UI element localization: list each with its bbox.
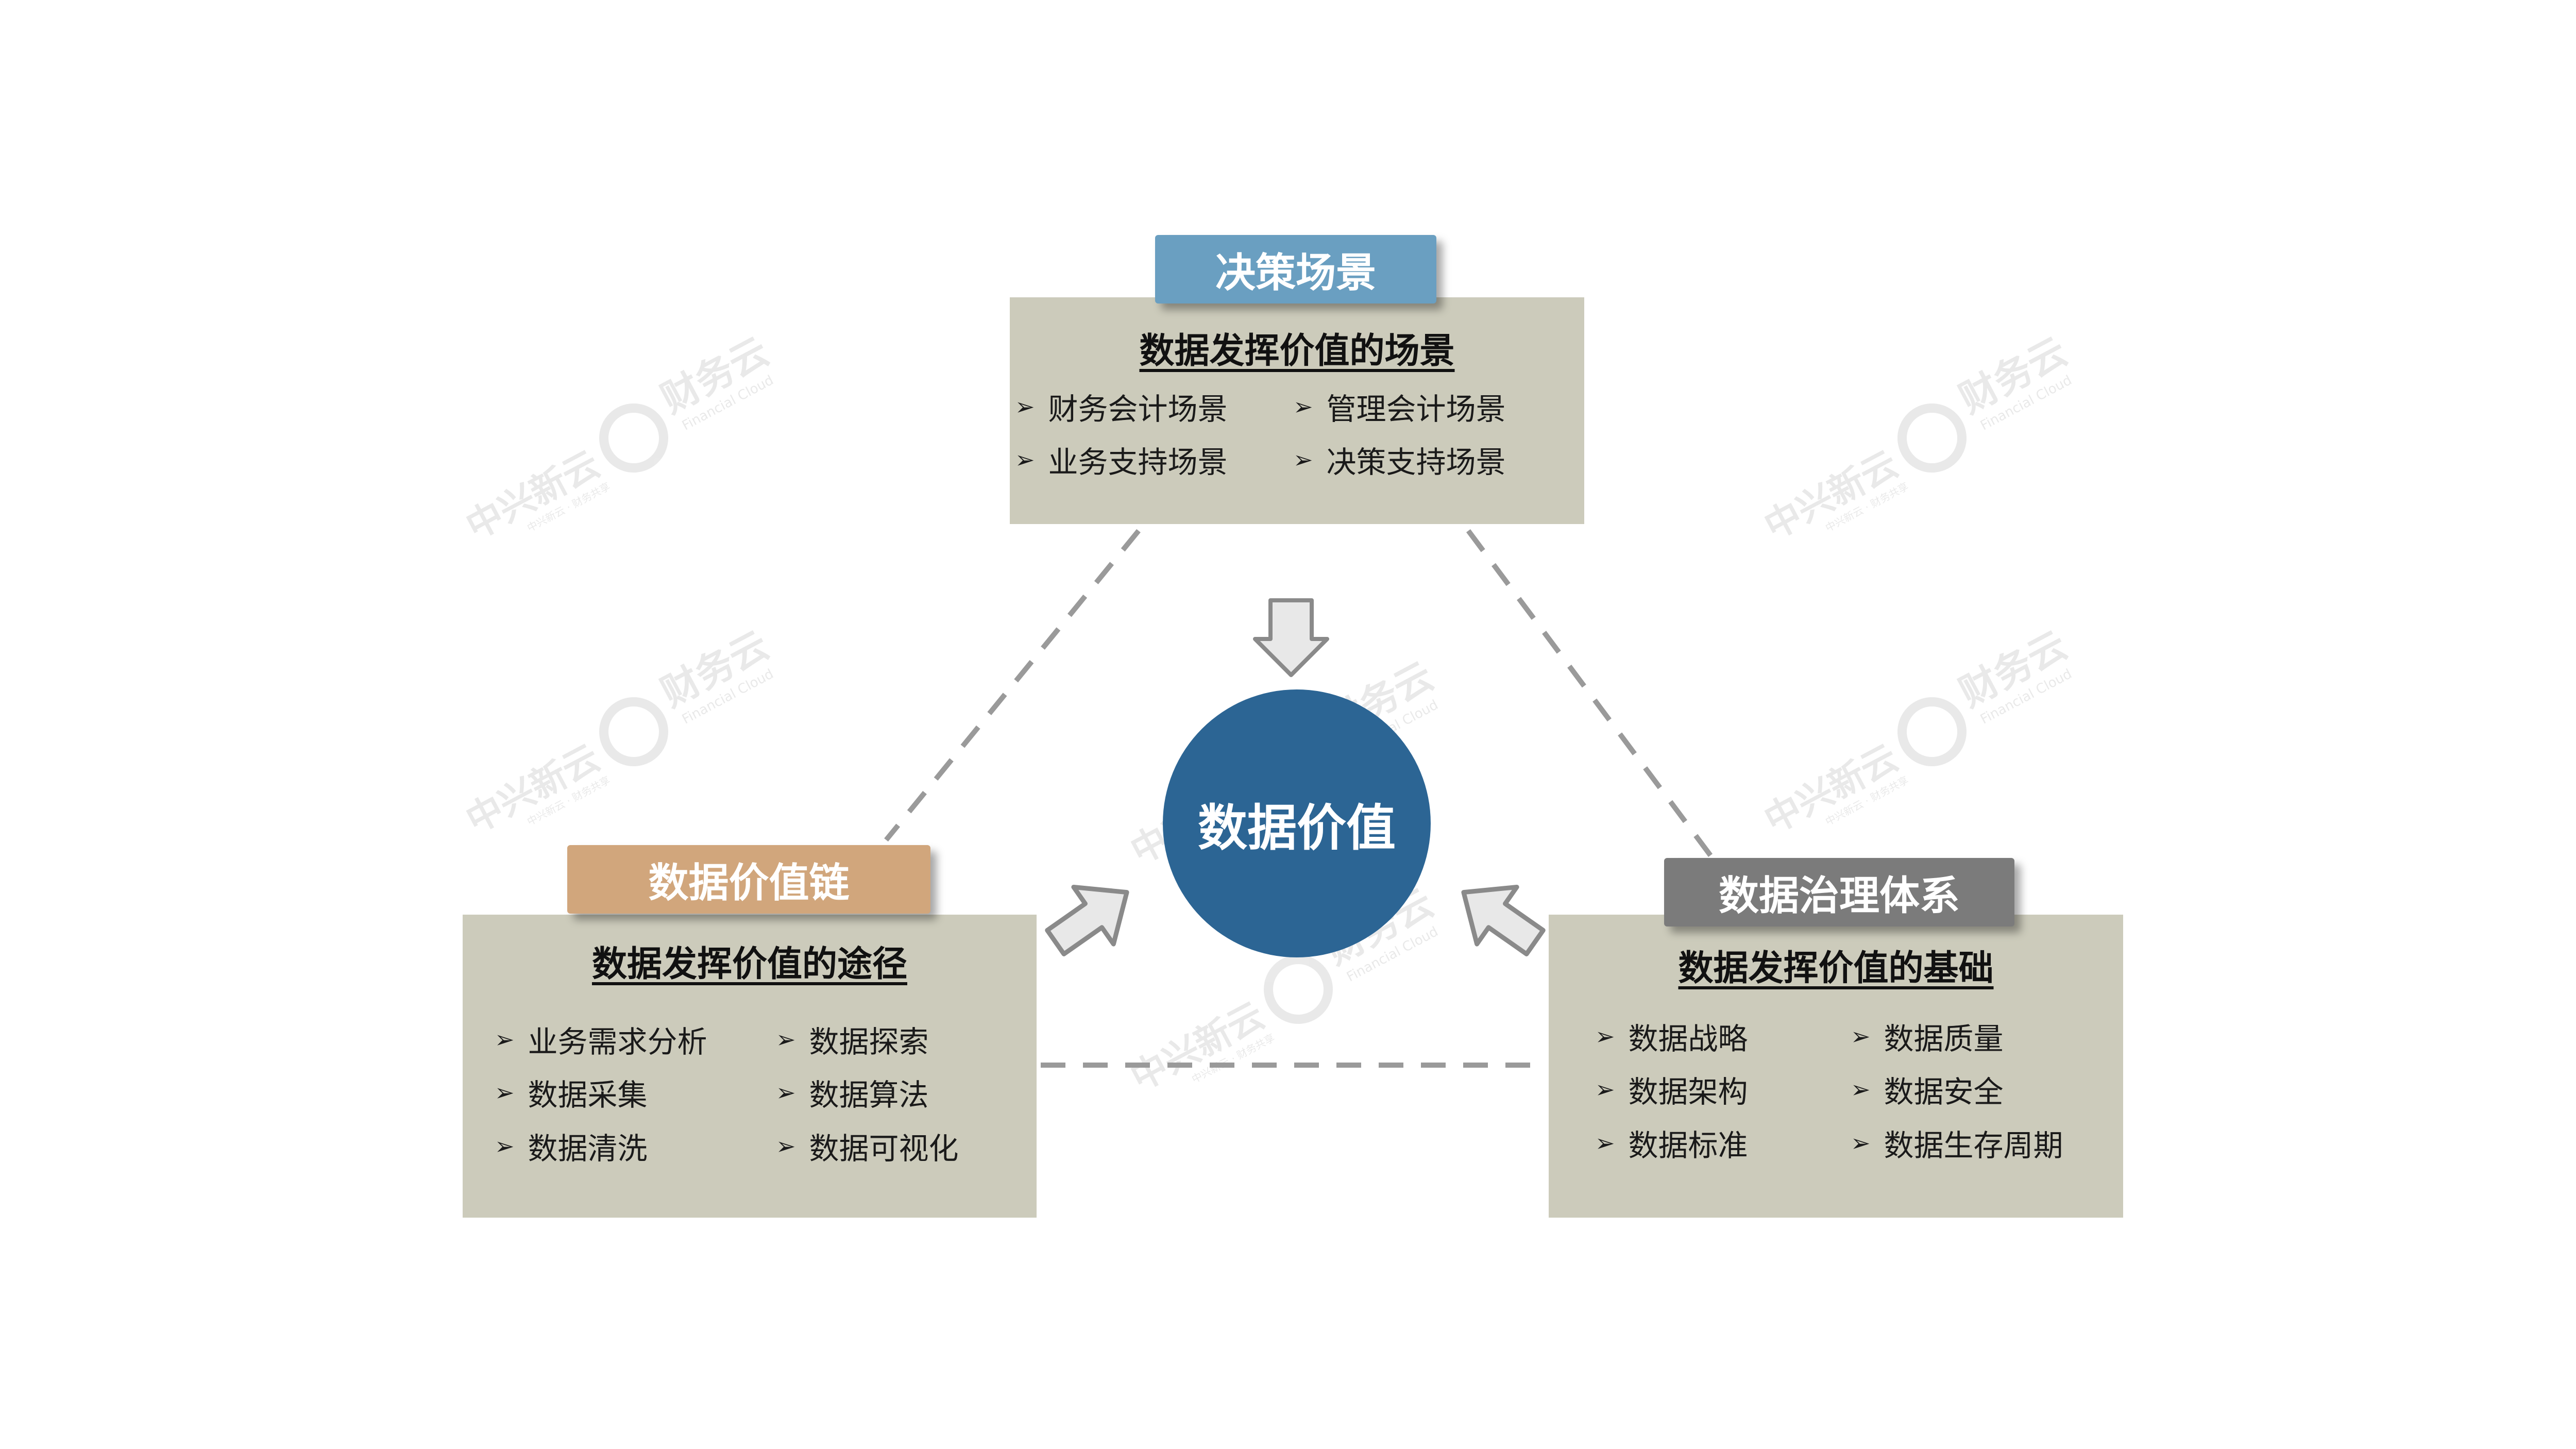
list-item: ➢数据标准 (1595, 1128, 1748, 1163)
bullet-arrow-icon: ➢ (1015, 446, 1035, 474)
list-item: ➢数据战略 (1595, 1021, 1748, 1056)
swirl-logo-icon (1264, 955, 1333, 1024)
panel-data-value-chain: 数据发挥价值的途径 ➢业务需求分析 ➢数据探索 ➢数据采集 ➢数据算法 ➢数据清… (463, 915, 1037, 1218)
swirl-logo-icon (1897, 697, 1967, 766)
swirl-logo-icon (1897, 403, 1967, 473)
dashed-line-top-right (1466, 529, 1713, 857)
list-item: ➢数据探索 (776, 1024, 929, 1059)
tag-decision-scenarios: 决策场景 (1155, 235, 1436, 304)
bullet-arrow-icon: ➢ (776, 1079, 796, 1106)
center-label: 数据价值 (1198, 799, 1396, 857)
list-item: ➢数据算法 (776, 1077, 929, 1113)
list-item: ➢业务需求分析 (495, 1024, 707, 1059)
panel-heading-top: 数据发挥价值的场景 (1139, 331, 1455, 372)
list-item: ➢数据可视化 (776, 1131, 959, 1166)
bullet-arrow-icon: ➢ (776, 1132, 796, 1160)
panel-heading-left: 数据发挥价值的途径 (591, 944, 907, 985)
bullet-arrow-icon: ➢ (1595, 1075, 1615, 1103)
swirl-logo-icon (599, 403, 668, 473)
bullet-arrow-icon: ➢ (776, 1025, 796, 1053)
list-item: ➢数据清洗 (495, 1131, 648, 1166)
bullet-arrow-icon: ➢ (1595, 1022, 1615, 1050)
center-data-value-circle: 数据价值 (1163, 689, 1431, 957)
panel-data-governance: 数据发挥价值的基础 ➢数据战略 ➢数据质量 ➢数据架构 ➢数据安全 ➢数据标准 … (1549, 915, 2123, 1218)
list-item: ➢数据质量 (1851, 1021, 2004, 1056)
down-arrow-icon (1253, 598, 1329, 677)
swirl-logo-icon (599, 697, 668, 766)
tag-data-governance: 数据治理体系 (1664, 858, 2014, 926)
list-item: ➢数据采集 (495, 1077, 648, 1113)
bullet-arrow-icon: ➢ (495, 1025, 515, 1053)
list-item: ➢决策支持场景 (1293, 445, 1506, 480)
bullet-arrow-icon: ➢ (1015, 393, 1035, 420)
bullet-arrow-icon: ➢ (1293, 446, 1313, 474)
panel-heading-right: 数据发挥价值的基础 (1678, 948, 1994, 989)
list-item: ➢数据架构 (1595, 1074, 1748, 1109)
list-item: ➢管理会计场景 (1293, 392, 1506, 427)
left-arrow-icon (1461, 884, 1546, 956)
list-item: ➢数据生存周期 (1851, 1128, 2063, 1163)
bullet-arrow-icon: ➢ (495, 1132, 515, 1160)
bullet-arrow-icon: ➢ (495, 1079, 515, 1106)
panel-decision-scenarios: 数据发挥价值的场景 ➢财务会计场景 ➢管理会计场景 ➢业务支持场景 ➢决策支持场… (1010, 297, 1584, 524)
bullet-arrow-icon: ➢ (1851, 1075, 1871, 1103)
bullet-arrow-icon: ➢ (1851, 1129, 1871, 1157)
bullet-arrow-icon: ➢ (1595, 1129, 1615, 1157)
list-item: ➢数据安全 (1851, 1074, 2004, 1109)
tag-data-value-chain: 数据价值链 (567, 845, 930, 914)
list-item: ➢业务支持场景 (1015, 445, 1228, 480)
dashed-line-top-left (884, 529, 1141, 842)
bullet-arrow-icon: ➢ (1851, 1022, 1871, 1050)
right-arrow-icon (1045, 884, 1129, 956)
list-item: ➢财务会计场景 (1015, 392, 1228, 427)
bullet-arrow-icon: ➢ (1293, 393, 1313, 420)
